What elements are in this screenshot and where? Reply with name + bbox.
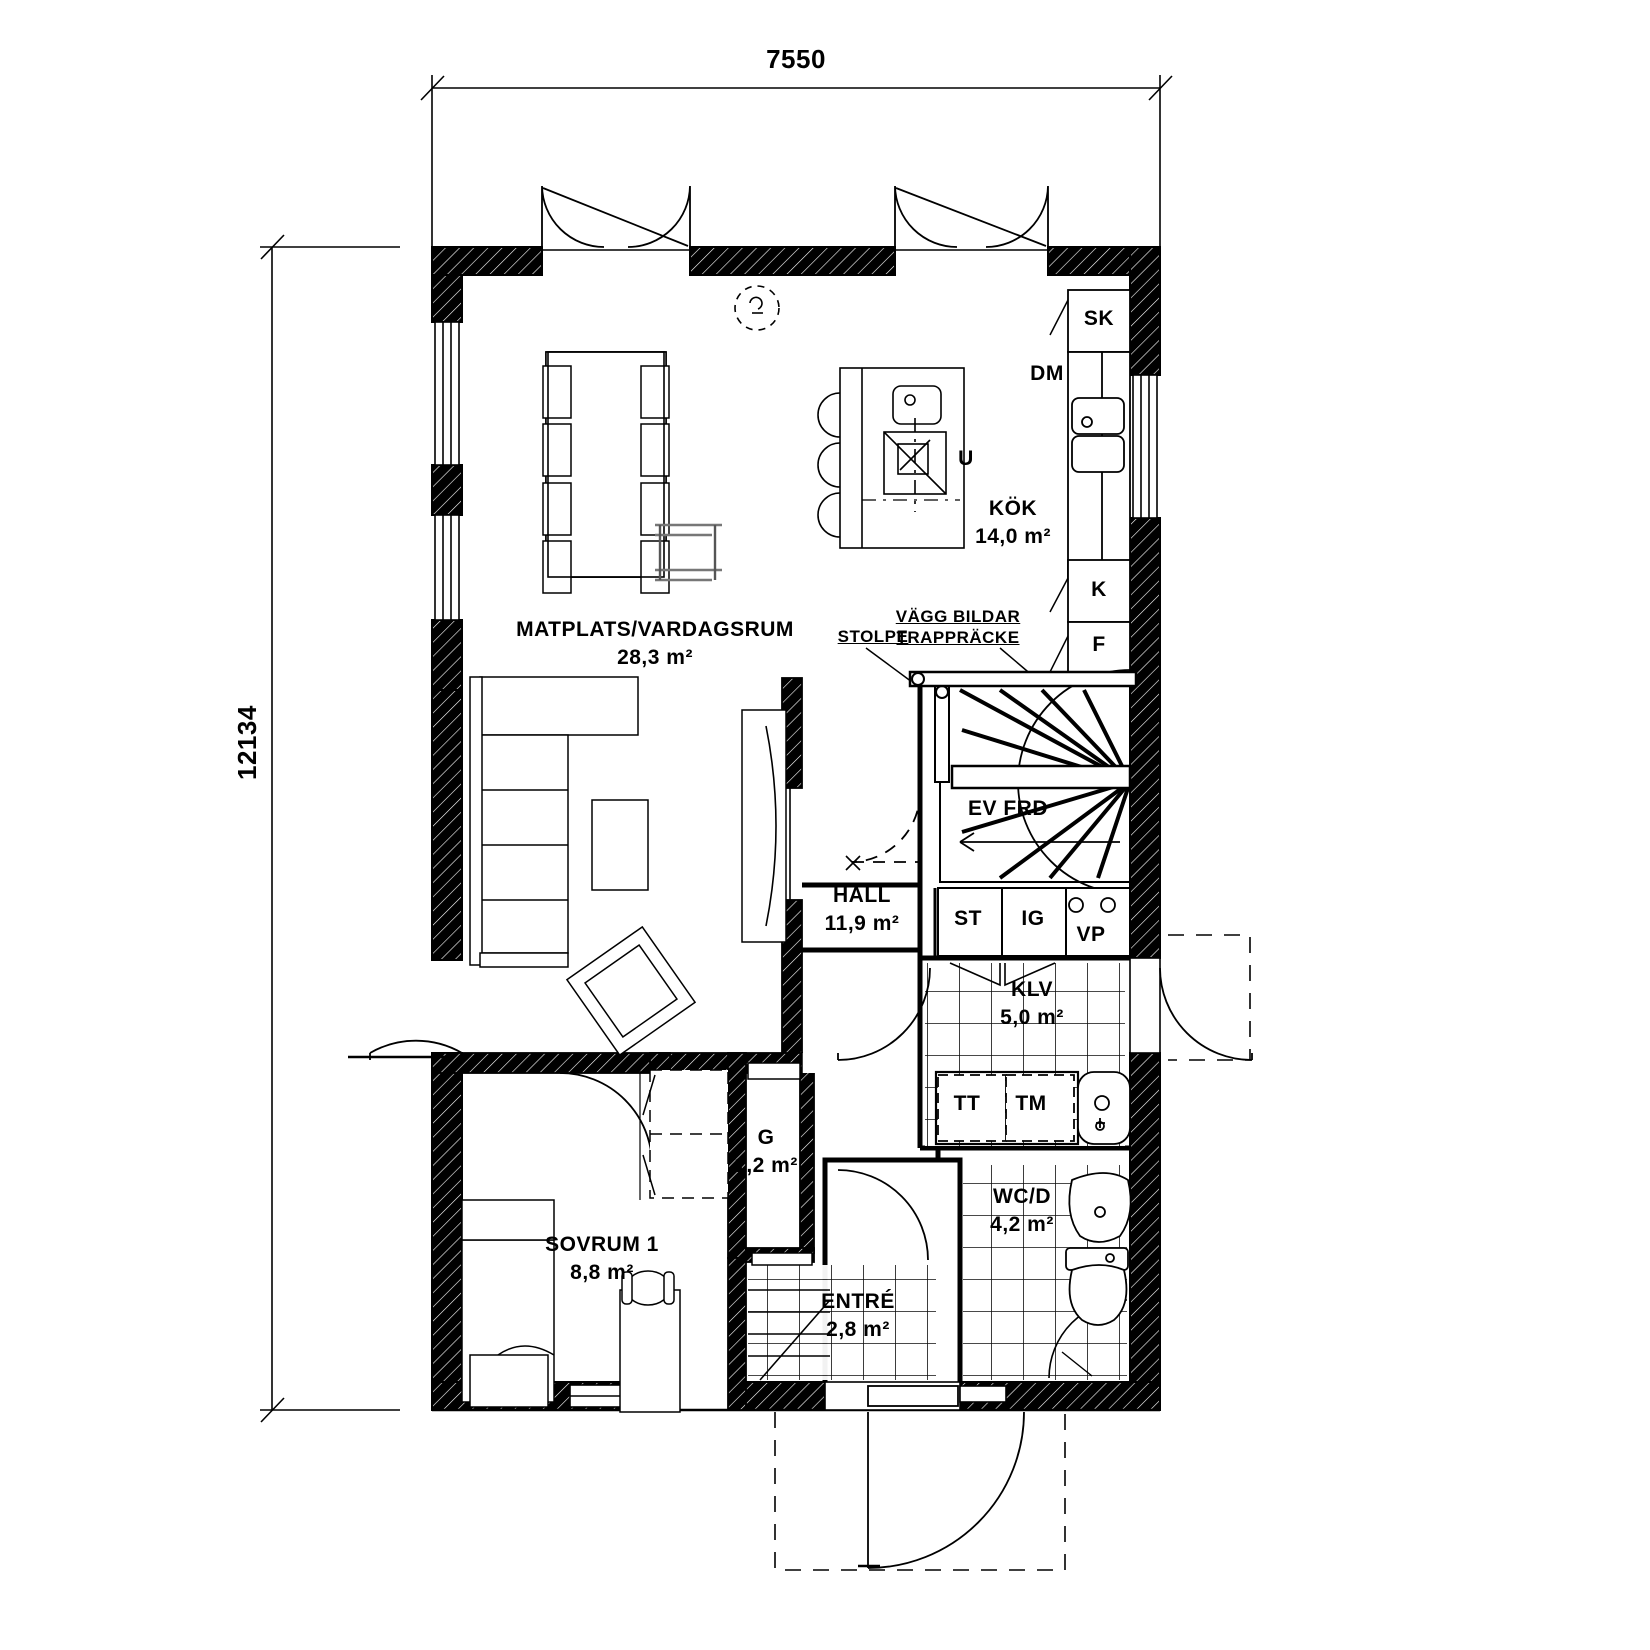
room-label-wcd: WC/D <box>993 1185 1051 1208</box>
room-area-hall: 11,9 m² <box>824 912 900 935</box>
bench <box>655 523 722 582</box>
dimension-lines <box>260 75 1173 1423</box>
appliance-label-dm: DM <box>1030 362 1064 385</box>
appliance-label-tt: TT <box>953 1092 981 1115</box>
appliance-label-vp: VP <box>1076 923 1106 946</box>
room-label-sovrum1: SOVRUM 1 <box>545 1233 659 1256</box>
appliance-label-sk: SK <box>1083 307 1115 330</box>
room-label-klv: KLV <box>1011 978 1053 1001</box>
room-area-matplats: 28,3 m² <box>617 646 693 669</box>
wc-fixtures <box>1061 1172 1132 1377</box>
appliance-label-u: U <box>958 447 974 470</box>
kitchen-island <box>839 367 965 549</box>
room-label-garderob: G <box>757 1126 775 1149</box>
appliance-label-ig: IG <box>1021 907 1045 930</box>
top-door-swings <box>541 185 1049 248</box>
interior-walls <box>431 675 1130 1411</box>
room-label-kok: KÖK <box>988 497 1038 520</box>
annotation-vagg-bildar: VÄGG BILDAR <box>895 607 1021 626</box>
ceiling-lamp-symbol <box>734 285 780 331</box>
garderob-interior <box>747 1062 813 1266</box>
appliance-label-tm: TM <box>1015 1092 1047 1115</box>
appliance-label-f: F <box>1092 633 1106 656</box>
tv-unit <box>741 709 787 943</box>
annotation-ev-frd: EV FRD <box>967 797 1049 820</box>
sofa <box>469 676 639 968</box>
hall-cabinets <box>933 887 1131 987</box>
room-area-garderob: 1,2 m² <box>734 1154 798 1177</box>
kitchen-cabinet-run <box>1049 289 1131 679</box>
entre-step <box>748 1289 831 1381</box>
dimension-top-label: 7550 <box>766 44 826 74</box>
annotation-trapprack: TRAPPRÄCKE <box>896 628 1020 647</box>
bedroom-furniture <box>461 1069 729 1413</box>
entrance-door-swing <box>858 1385 1025 1569</box>
room-area-wcd: 4,2 m² <box>990 1213 1054 1236</box>
laundry-row <box>934 1070 1131 1146</box>
room-label-entre: ENTRÉ <box>821 1290 895 1313</box>
staircase <box>908 669 1138 895</box>
annotation-stolpe: STOLPE <box>837 627 909 646</box>
armchair <box>565 925 697 1057</box>
outdoor-guides <box>774 934 1251 1571</box>
appliance-label-st: ST <box>954 907 982 930</box>
room-label-matplats: MATPLATS/VARDAGSRUM <box>516 618 794 641</box>
bar-stools <box>817 392 841 538</box>
misc-details <box>801 1053 1007 1403</box>
room-area-sovrum1: 8,8 m² <box>570 1261 634 1284</box>
room-area-klv: 5,0 m² <box>1000 1006 1064 1029</box>
dining-set <box>542 351 670 594</box>
room-area-kok: 14,0 m² <box>975 525 1051 548</box>
appliance-label-k: K <box>1091 578 1107 601</box>
room-area-entre: 2,8 m² <box>826 1318 890 1341</box>
room-label-hall: HALL <box>833 884 891 907</box>
coffee-table <box>591 799 649 891</box>
dimension-left-label: 12134 <box>232 705 262 780</box>
